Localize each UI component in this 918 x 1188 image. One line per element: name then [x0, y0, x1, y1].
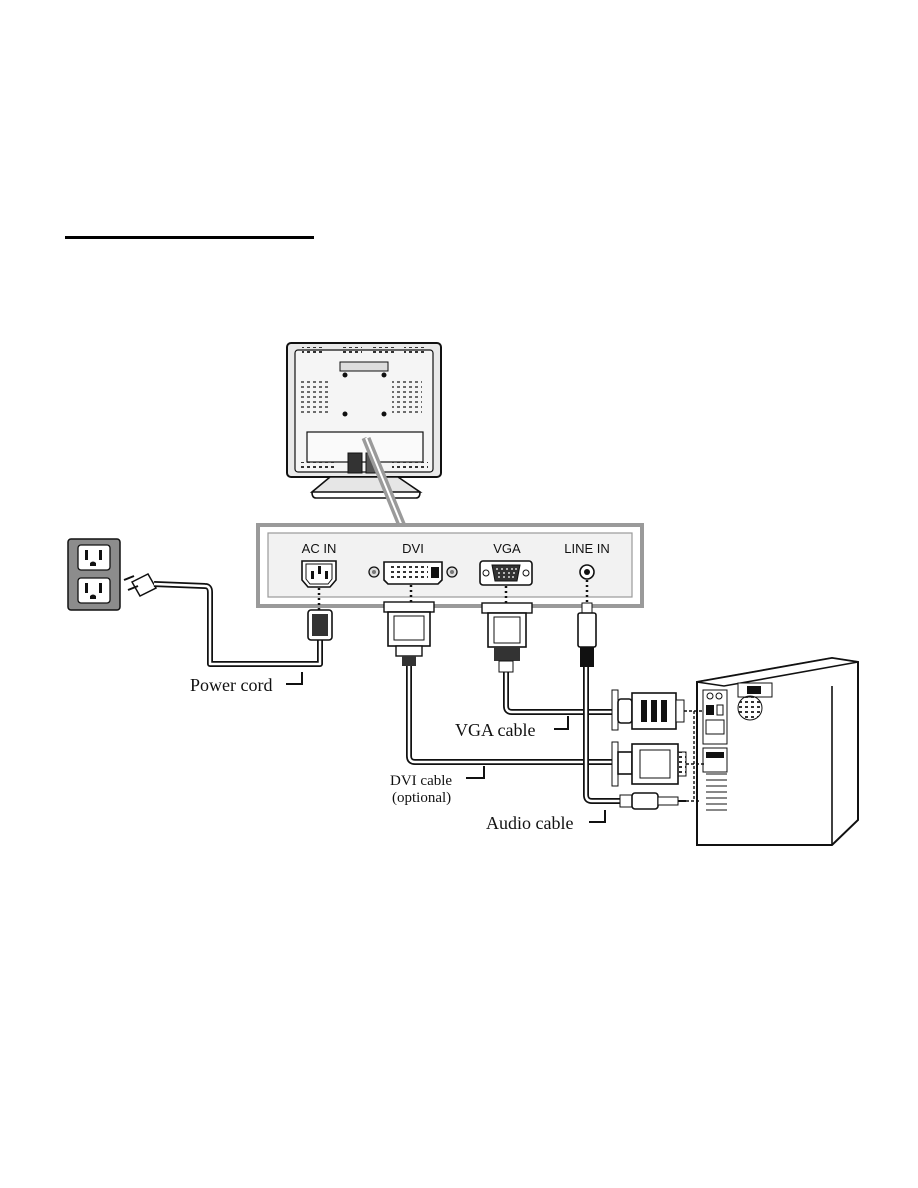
port-label-dvi: DVI	[402, 541, 424, 556]
cable-routes	[153, 581, 622, 804]
pc-dotted-guides	[684, 710, 704, 802]
port-label-vga: VGA	[493, 541, 521, 556]
dvi-port	[368, 561, 458, 585]
dvi-cable-label: DVI cable	[390, 773, 452, 789]
callout-leaders	[286, 672, 606, 823]
pc-tower	[696, 656, 859, 846]
monitor-back	[286, 342, 442, 499]
zoom-lines	[361, 437, 407, 527]
power-plug	[123, 573, 158, 597]
audio-cable-label: Audio cable	[486, 813, 573, 833]
dvi-cable-plug-pc	[611, 741, 687, 787]
audio-plug-pc	[619, 792, 686, 810]
vga-port	[479, 560, 533, 586]
vga-cable-plug-monitor	[481, 602, 533, 673]
vga-cable-label: VGA cable	[455, 720, 535, 740]
power-cord-label: Power cord	[190, 675, 272, 695]
ac-cord-plug	[307, 609, 333, 641]
port-label-line-in: LINE IN	[564, 541, 610, 556]
port-dotted-guides	[317, 580, 589, 610]
dvi-cable-optional-label: (optional)	[392, 790, 451, 806]
section-heading-underline	[65, 236, 314, 239]
audio-plug-monitor	[577, 602, 597, 667]
port-label-ac-in: AC IN	[302, 541, 337, 556]
wall-outlet	[67, 538, 121, 611]
dvi-cable-plug-monitor	[383, 601, 435, 666]
vga-cable-plug-pc	[611, 689, 685, 731]
ac-in-port	[301, 560, 337, 588]
line-in-port	[579, 564, 595, 580]
